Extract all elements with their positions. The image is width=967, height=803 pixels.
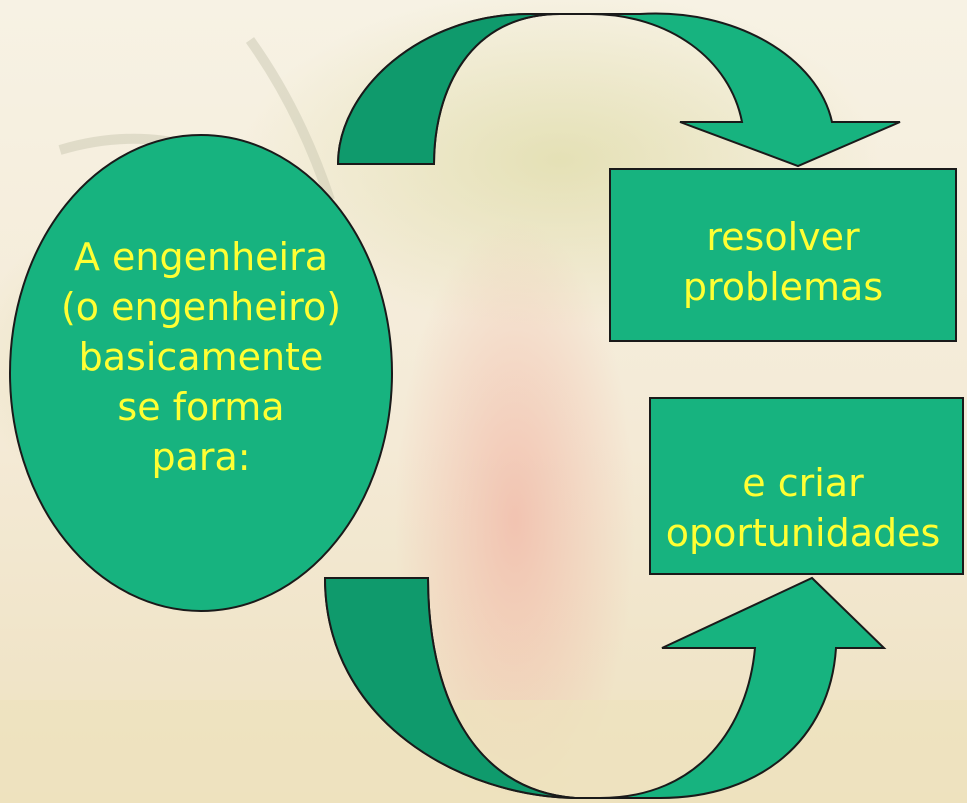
box-top-line: resolver — [706, 215, 860, 259]
center-line: A engenheira — [73, 235, 329, 279]
box-top-line: problemas — [682, 265, 884, 309]
center-line: para: — [151, 435, 251, 479]
center-ellipse — [9, 134, 393, 612]
box-bottom-line: e criar — [742, 461, 864, 505]
center-line: se forma — [117, 385, 285, 429]
background-ground — [0, 700, 967, 803]
box-bottom-line: oportunidades — [665, 511, 941, 555]
bottom-curved-arrow-inner — [323, 577, 581, 799]
box-resolver-problemas — [609, 168, 957, 342]
box-criar-oportunidades — [649, 397, 964, 575]
center-ellipse-text: A engenheira (o engenheiro) basicamente … — [15, 232, 387, 482]
center-line: basicamente — [78, 335, 324, 379]
box-top-text: resolver problemas — [610, 212, 956, 312]
center-line: (o engenheiro) — [60, 285, 342, 329]
background-trunk — [395, 220, 635, 803]
top-curved-arrow-inner — [336, 13, 561, 165]
background-branch — [245, 37, 335, 202]
box-bottom-text: e criar oportunidades — [630, 458, 967, 558]
